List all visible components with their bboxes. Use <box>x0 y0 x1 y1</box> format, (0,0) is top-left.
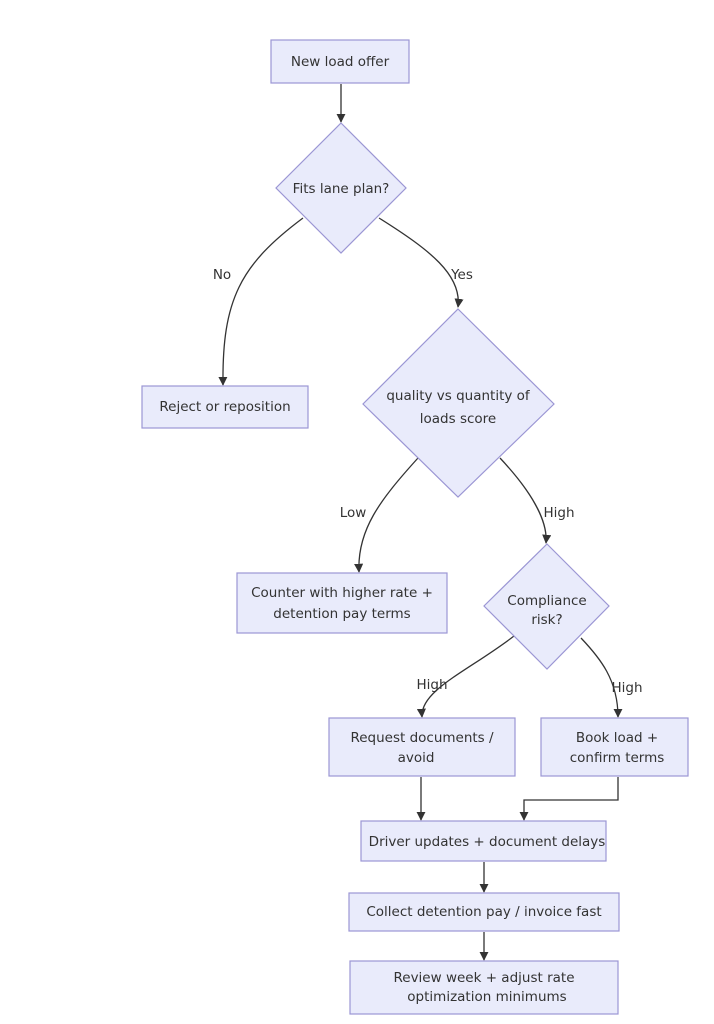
node-request-documents-line-2: avoid <box>398 750 435 766</box>
node-collect-pay-label: Collect detention pay / invoice fast <box>366 904 601 920</box>
node-compliance-risk-line-1: Compliance <box>507 593 586 609</box>
edge-labels: No Yes Low High High High <box>213 267 643 696</box>
node-driver-updates-label: Driver updates + document delays <box>369 834 606 850</box>
edge-book-to-driver <box>519 777 619 821</box>
node-quality-score-line-1: quality vs quantity of <box>386 388 531 404</box>
edge-label-no: No <box>213 267 231 283</box>
node-compliance-risk[interactable]: Compliance risk? <box>483 543 610 670</box>
node-quality-score[interactable]: quality vs quantity of loads score <box>362 308 555 498</box>
node-quality-score-line-2: loads score <box>420 411 496 427</box>
node-new-load-offer[interactable]: New load offer <box>270 39 410 84</box>
node-new-load-offer-label: New load offer <box>291 54 390 70</box>
node-review-week-line-2: optimization minimums <box>407 989 566 1005</box>
edge-score-low <box>354 457 419 573</box>
node-counter-offer[interactable]: Counter with higher rate + detention pay… <box>236 572 448 634</box>
edge-lane-no <box>218 217 304 386</box>
node-compliance-risk-line-2: risk? <box>531 612 562 628</box>
node-counter-offer-line-1: Counter with higher rate + <box>251 585 433 601</box>
node-counter-offer-line-2: detention pay terms <box>273 606 410 622</box>
node-review-week[interactable]: Review week + adjust rate optimization m… <box>349 960 619 1015</box>
nodes: New load offer Fits lane plan? Reject or… <box>141 39 689 1015</box>
edge-label-yes: Yes <box>450 267 473 283</box>
edge-lane-yes <box>378 217 464 308</box>
edge-label-high-risk-left: High <box>416 677 447 693</box>
node-fits-lane-plan[interactable]: Fits lane plan? <box>275 122 407 254</box>
node-book-load-line-1: Book load + <box>576 730 658 746</box>
edge-score-high <box>499 457 552 544</box>
node-book-load-line-2: confirm terms <box>570 750 665 766</box>
node-collect-pay[interactable]: Collect detention pay / invoice fast <box>348 892 620 932</box>
node-review-week-line-1: Review week + adjust rate <box>393 970 574 986</box>
edge-risk-left <box>416 635 515 718</box>
edge-label-low: Low <box>340 505 367 521</box>
node-request-documents[interactable]: Request documents / avoid <box>328 717 516 777</box>
node-fits-lane-plan-label: Fits lane plan? <box>293 181 390 197</box>
edge-risk-right <box>580 637 623 718</box>
edges <box>218 84 623 961</box>
node-driver-updates[interactable]: Driver updates + document delays <box>360 820 607 862</box>
node-reject-or-reposition-label: Reject or reposition <box>159 399 290 415</box>
node-book-load[interactable]: Book load + confirm terms <box>540 717 689 777</box>
edge-label-high-score: High <box>543 505 574 521</box>
edge-label-high-risk-right: High <box>611 680 642 696</box>
node-reject-or-reposition[interactable]: Reject or reposition <box>141 385 309 429</box>
node-request-documents-line-1: Request documents / <box>350 730 494 746</box>
